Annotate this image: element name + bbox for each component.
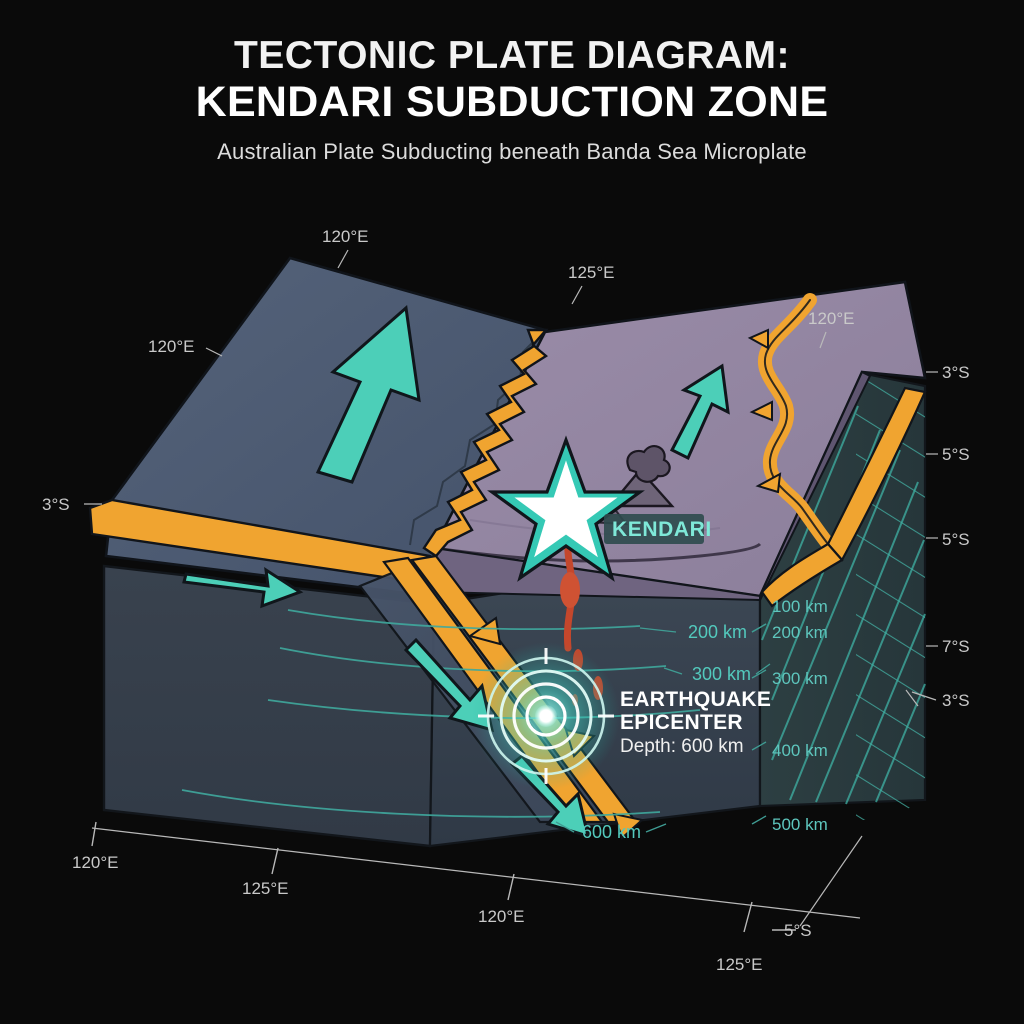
coord-bottom-lon-1: 120°E: [72, 853, 119, 872]
upper-plate-edge: [433, 370, 872, 602]
coord-bottom-lat: 5°S: [784, 921, 812, 940]
depth-scale-4: 500 km: [772, 815, 828, 834]
epicenter-crosshair: [478, 648, 614, 784]
epicenter-title-line1: EARTHQUAKE: [620, 688, 771, 711]
depth-label-front-1: 300 km: [692, 664, 751, 684]
coord-bottom-lon-4: 125°E: [716, 955, 763, 974]
coord-top-center: 125°E: [568, 263, 615, 282]
depth-scale-ticks: [751, 623, 767, 825]
side-depth-scale: 100 km 200 km 300 km 400 km 500 km: [751, 597, 828, 834]
earthquake-epicenter-marker[interactable]: [472, 642, 620, 790]
coordinate-labels-right: 3°S 5°S 5°S 7°S 3°S: [905, 363, 970, 710]
kendari-star-marker[interactable]: [487, 435, 645, 582]
terrane-boundary: [433, 542, 762, 563]
depth-scale-1: 200 km: [772, 623, 828, 642]
kendari-label: KENDARI: [604, 514, 712, 544]
kendari-label-bg: [604, 514, 704, 544]
secondary-fault-line: [747, 293, 835, 551]
coord-right-lat-2: 5°S: [942, 445, 970, 464]
coord-right-lat-3: 5°S: [942, 530, 970, 549]
coord-right-lat-1: 3°S: [942, 363, 970, 382]
kendari-label-text: KENDARI: [612, 518, 712, 541]
fault-line-right-rim: [760, 386, 927, 608]
depth-scale-0: 100 km: [772, 597, 828, 616]
epicenter-depth-text: Depth: 600 km: [620, 736, 744, 757]
depth-scale-2: 300 km: [772, 669, 828, 688]
depth-scale-3: 400 km: [772, 741, 828, 760]
coord-top-left-lower: 120°E: [148, 337, 195, 356]
coord-right-lat-4: 7°S: [942, 637, 970, 656]
coord-left-lat: 3°S: [42, 495, 70, 514]
front-depth-labels: 200 km 300 km 600 km: [555, 622, 771, 842]
coord-right-lat-5: 3°S: [942, 691, 970, 710]
coord-bottom-lon-2: 125°E: [242, 879, 289, 898]
bottom-longitude-axis: 120°E 125°E 120°E 125°E 5°S: [72, 821, 863, 974]
coord-bottom-lon-3: 120°E: [478, 907, 525, 926]
depth-label-front-0: 200 km: [688, 622, 747, 642]
coord-top-left-upper: 120°E: [322, 227, 369, 246]
coordinate-labels-top: 120°E 120°E 125°E 120°E: [148, 227, 855, 357]
subduction-trench-fault: [422, 328, 549, 558]
depth-label-front-2: 600 km: [582, 822, 641, 842]
coord-top-right: 120°E: [808, 309, 855, 328]
epicenter-title-line2: EPICENTER: [620, 711, 743, 734]
coordinate-labels-left: 3°S: [42, 495, 102, 514]
epicenter-annotation: EARTHQUAKE EPICENTER Depth: 600 km: [620, 688, 771, 757]
